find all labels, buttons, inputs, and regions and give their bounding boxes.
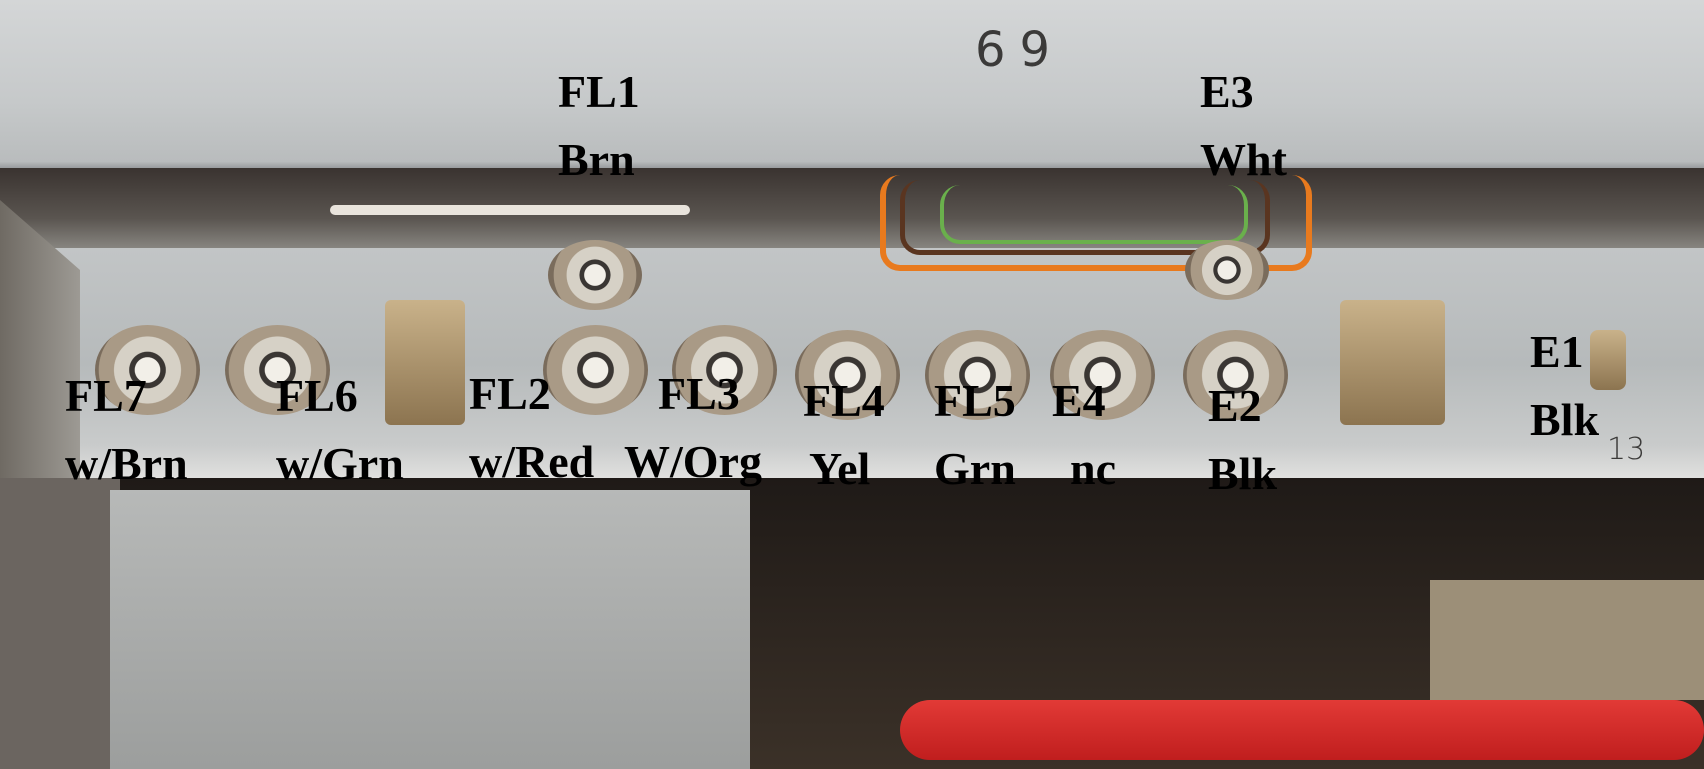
circuit-board (1430, 580, 1704, 700)
label-wire-color: Blk (1530, 394, 1600, 445)
feedthrough-fl7 (95, 325, 200, 415)
label-wire-color: Wht (1200, 134, 1287, 185)
feedthrough-fl5 (925, 330, 1030, 420)
white-wire (330, 205, 690, 215)
aluminum-top-panel (0, 0, 1704, 170)
label-wire-color: Blk (1208, 448, 1278, 499)
feedthrough-fl2 (543, 325, 648, 415)
chassis-wall (0, 478, 120, 769)
orange-wire (880, 175, 1312, 271)
feedthrough-fl1 (548, 240, 642, 310)
red-wire-bundle (900, 700, 1704, 760)
label-id: FL7 (65, 370, 147, 421)
feedthrough-e3 (1185, 240, 1269, 300)
label-id: E3 (1200, 66, 1254, 117)
label-id: FL2 (469, 368, 551, 419)
label-fl2: FL2 w/Red (469, 360, 594, 496)
feedthrough-e2 (1183, 330, 1288, 420)
label-wire-color: nc (1070, 443, 1116, 494)
label-wire-color: w/Red (469, 436, 595, 487)
ground-lug (1340, 300, 1445, 425)
label-wire-color: Yel (809, 443, 871, 494)
feedthrough-fl6 (225, 325, 330, 415)
label-id: FL1 (558, 66, 640, 117)
terminal-e1 (1590, 330, 1626, 390)
label-fl6: FL6 w/Grn (276, 362, 404, 498)
label-id: E4 (1052, 375, 1106, 426)
label-id: E1 (1530, 326, 1584, 377)
feedthrough-fl3 (672, 325, 777, 415)
bracket-number-stamp: 13 (1607, 432, 1646, 467)
label-wire-color: Grn (934, 443, 1016, 494)
label-e4: E4 nc (1052, 367, 1116, 503)
green-wire (940, 185, 1248, 244)
ground-lug (385, 300, 465, 425)
panel-number-stamp: 69 (975, 22, 1065, 78)
wiring-cavity (0, 168, 1704, 252)
label-id: FL4 (803, 375, 885, 426)
label-id: E2 (1208, 380, 1262, 431)
shield-box (110, 490, 750, 769)
label-wire-color: W/Org (624, 436, 762, 487)
label-wire-color: w/Brn (65, 438, 188, 489)
brown-wire (900, 180, 1270, 255)
feedthrough-e4 (1050, 330, 1155, 420)
label-fl7: FL7 w/Brn (65, 362, 188, 498)
label-id: FL5 (934, 375, 1016, 426)
label-id: FL3 (658, 368, 740, 419)
label-wire-color: Brn (558, 134, 635, 185)
label-id: FL6 (276, 370, 358, 421)
label-wire-color: w/Grn (276, 438, 404, 489)
feedthrough-fl4 (795, 330, 900, 420)
